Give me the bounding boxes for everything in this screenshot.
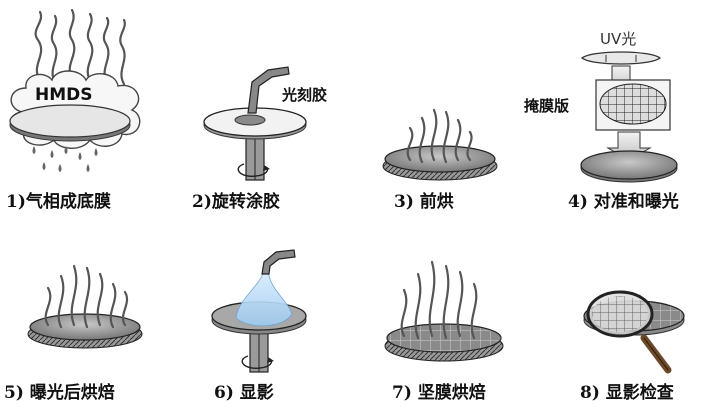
spindle [249,325,269,373]
step-2-spin-coat: 光刻胶 2)旋转涂胶 [192,66,327,212]
magnifier-icon [586,290,672,374]
caption-step-3: 3) 前烘 [394,191,454,212]
rotation-arrow-icon [241,355,273,369]
caption-step-1: 1)气相成底膜 [6,191,111,212]
step-5-post-exposure-bake: 5) 曝光后烘焙 [4,264,143,403]
wafer [9,104,131,142]
step-6-develop: 6) 显影 [211,249,307,403]
step-4-align-expose: UV光 掩膜版 4) 对准和曝光 [524,30,679,212]
photoresist-label: 光刻胶 [281,86,327,104]
step-7-hard-bake: 7) 坚膜烘焙 [384,260,504,403]
heat-wisps [400,260,478,340]
heat-wisps [406,108,473,164]
caption-step-4: 4) 对准和曝光 [568,191,679,212]
step-3-soft-bake: 3) 前烘 [382,108,498,212]
step-1-vapor-prime: HMDS 1)气相成底膜 [6,8,141,212]
heat-wisps [44,264,129,329]
uv-light-label: UV光 [600,30,636,48]
hot-plate [27,313,143,349]
photomask [595,79,671,131]
drops [32,146,98,172]
caption-step-2: 2)旋转涂胶 [192,191,280,212]
mask-label: 掩膜版 [524,97,569,115]
step-8-inspection: 8) 显影检查 [580,290,685,403]
caption-step-8: 8) 显影检查 [580,382,675,403]
dispense-nozzle [261,249,296,275]
dispense-nozzle [247,66,290,114]
uv-lamp [581,51,661,65]
vapor-wisps [34,8,126,86]
developer-spray [235,271,293,327]
caption-step-7: 7) 坚膜烘焙 [392,382,486,403]
hot-plate [382,145,498,181]
rotation-arrow-icon [237,163,269,177]
caption-step-6: 6) 显影 [214,383,274,403]
caption-step-5: 5) 曝光后烘焙 [4,382,115,403]
photoresist-puddle [234,114,266,126]
hmds-label: HMDS [35,85,93,105]
wafer [580,150,678,183]
